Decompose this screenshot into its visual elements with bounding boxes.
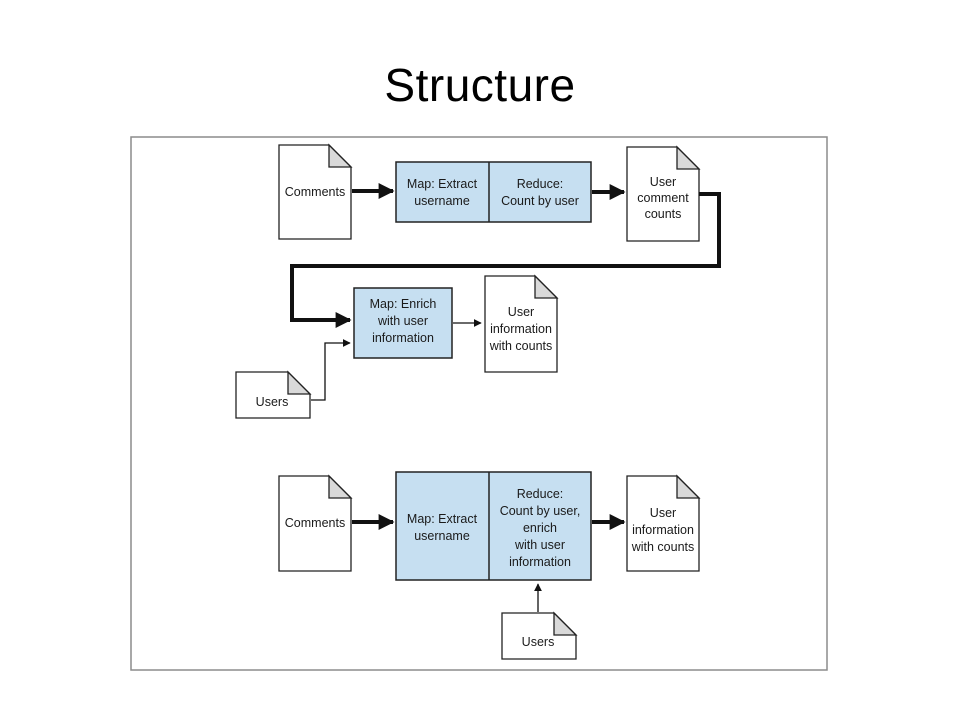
counts-label-line3: counts bbox=[645, 207, 682, 221]
job1-reduce-line1: Reduce: bbox=[517, 177, 564, 191]
users-document-1: Users bbox=[235, 370, 312, 419]
output2-line3: with counts bbox=[631, 540, 695, 554]
combined-map-line1: Map: Extract bbox=[407, 512, 478, 526]
combined-map-line2: username bbox=[414, 529, 470, 543]
job1-map-line1: Map: Extract bbox=[407, 177, 478, 191]
users-document-2: Users bbox=[501, 611, 578, 660]
job2-map-line3: information bbox=[372, 331, 434, 345]
output1-line2: information bbox=[490, 322, 552, 336]
job2-process-box: Map: Enrich with user information bbox=[353, 287, 453, 359]
user-information-document-1: User information with counts bbox=[484, 274, 559, 373]
arrow-counts-to-job2 bbox=[290, 192, 721, 328]
job1-map-line2: username bbox=[414, 194, 470, 208]
job2-map-line2: with user bbox=[377, 314, 428, 328]
output2-line2: information bbox=[632, 523, 694, 537]
output1-line3: with counts bbox=[489, 339, 553, 353]
users-label-2: Users bbox=[522, 635, 555, 649]
job1-reduce-line2: Count by user bbox=[501, 194, 579, 208]
counts-label-line2: comment bbox=[637, 191, 689, 205]
combined-process-box: Map: Extract username Reduce: Count by u… bbox=[395, 471, 592, 581]
comments-label-2: Comments bbox=[285, 516, 345, 530]
comments-document-2: Comments bbox=[278, 474, 353, 572]
counts-label-line1: User bbox=[650, 175, 676, 189]
combined-reduce-line1: Reduce: bbox=[517, 487, 564, 501]
output1-line1: User bbox=[508, 305, 534, 319]
combined-reduce-line2: Count by user, bbox=[500, 504, 581, 518]
arrow-users-to-job2 bbox=[311, 339, 351, 401]
job2-map-line1: Map: Enrich bbox=[370, 297, 437, 311]
combined-reduce-line5: information bbox=[509, 555, 571, 569]
users-label-1: Users bbox=[256, 395, 289, 409]
slide-title: Structure bbox=[384, 59, 576, 111]
user-comment-counts-document: User comment counts bbox=[626, 145, 701, 242]
combined-reduce-line3: enrich bbox=[523, 521, 557, 535]
comments-document-1: Comments bbox=[278, 143, 353, 240]
output2-line1: User bbox=[650, 506, 676, 520]
combined-reduce-line4: with user bbox=[514, 538, 565, 552]
user-information-document-2: User information with counts bbox=[626, 474, 701, 572]
job1-process-box: Map: Extract username Reduce: Count by u… bbox=[395, 161, 592, 223]
comments-label-1: Comments bbox=[285, 185, 345, 199]
